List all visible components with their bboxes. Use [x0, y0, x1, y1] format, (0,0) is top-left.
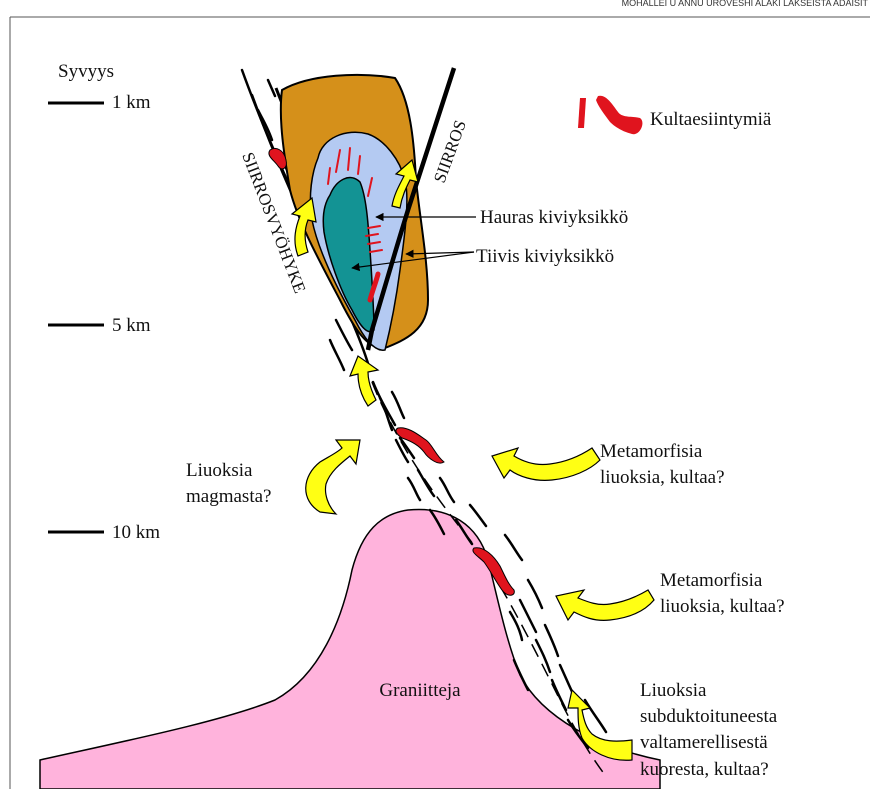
depth-mark-5: 5 km — [112, 315, 151, 336]
magma-source-line2: magmasta? — [186, 486, 271, 507]
depth-mark-10: 10 km — [112, 522, 160, 543]
subducted-source-line1: Liuoksia — [640, 680, 707, 701]
depth-scale-title: Syvyys — [58, 61, 114, 82]
dense-unit-label: Tiivis kiviyksikkö — [476, 246, 614, 267]
granite-body — [40, 509, 660, 789]
legend-label: Kultaesiintymiä — [650, 109, 772, 130]
brittle-unit-label: Hauras kiviyksikkö — [480, 207, 628, 228]
subducted-source-line4: kuoresta, kultaa? — [640, 759, 769, 780]
legend-gold-icon — [578, 96, 642, 134]
header-caption: MOHALLEI U ANNU UROVESHI ALAKI LAKSEISTA… — [622, 0, 869, 8]
magma-source-line1: Liuoksia — [186, 460, 253, 481]
subducted-source-line3: valtamerellisestä — [640, 732, 768, 753]
metamorphic-lower-line1: Metamorfisia — [660, 570, 763, 591]
subducted-source-line2: subduktoituneesta — [640, 706, 778, 727]
granite-label: Graniitteja — [379, 680, 461, 701]
metamorphic-upper-line2: liuoksia, kultaa? — [600, 467, 725, 488]
depth-mark-1: 1 km — [112, 92, 151, 113]
metamorphic-lower-line2: liuoksia, kultaa? — [660, 596, 785, 617]
metamorphic-upper-line1: Metamorfisia — [600, 441, 703, 462]
